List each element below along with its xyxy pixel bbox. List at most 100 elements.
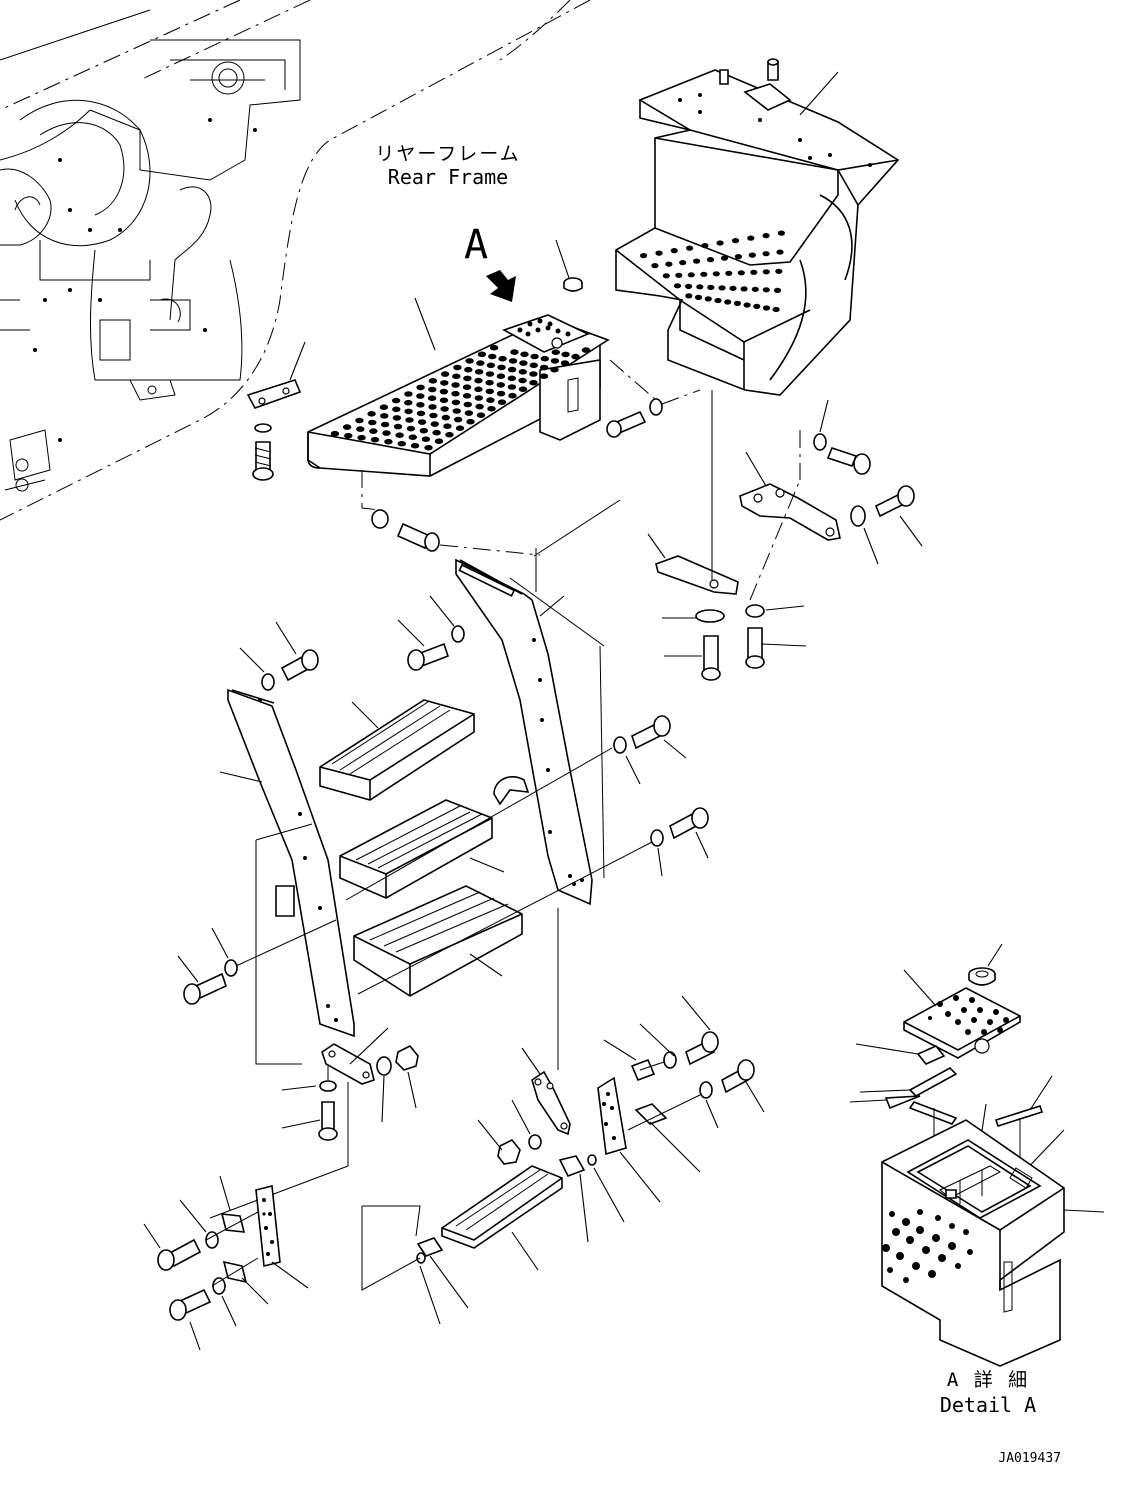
step-box-hole — [724, 299, 732, 305]
platform-hole — [416, 410, 426, 417]
step-box-hole — [740, 286, 748, 292]
detail-a-caption: A 詳 細 Detail A — [940, 1369, 1036, 1417]
step-box-hole — [706, 257, 715, 263]
view-arrow — [486, 270, 516, 302]
platform-hole — [518, 386, 528, 393]
platform-hole — [485, 388, 494, 395]
platform-hole — [485, 379, 494, 386]
platform-hole — [474, 377, 483, 384]
platform-hole — [439, 388, 449, 395]
platform-hole — [475, 403, 484, 410]
platform-hole — [476, 412, 486, 419]
rear-frame-label-en: Rear Frame — [388, 165, 508, 189]
lower-left-brackets — [210, 1028, 418, 1218]
platform-hole — [430, 421, 439, 427]
platform-hole — [427, 395, 437, 402]
detail-a-label-jp: A 詳 細 — [947, 1369, 1029, 1391]
platform-hole — [462, 384, 472, 391]
platform-hole — [432, 429, 441, 436]
right-bracket-assembly — [648, 390, 922, 680]
step-box-hole — [693, 258, 701, 264]
step-box-hole — [751, 286, 759, 292]
step-box-hole — [696, 284, 704, 290]
platform-hole — [581, 347, 591, 353]
lower-tread-assembly — [362, 908, 764, 1324]
step-box-hole — [655, 250, 663, 256]
platform-hole — [344, 432, 353, 439]
platform-hole — [571, 353, 580, 360]
platform-hole — [497, 399, 507, 406]
platform-hole — [392, 415, 402, 421]
platform-hole — [370, 436, 380, 443]
platform-hole — [507, 366, 517, 373]
platform-hole — [416, 384, 425, 391]
platform-hole — [462, 393, 472, 399]
platform-hole — [466, 418, 475, 425]
platform-hole — [424, 444, 433, 451]
platform-hole — [379, 404, 389, 411]
assembly-guide-lines — [256, 578, 604, 1064]
platform-hole — [510, 349, 519, 355]
rear-frame — [0, 0, 590, 520]
platform-hole — [486, 362, 496, 369]
platform-hole — [441, 414, 450, 421]
platform-hole — [428, 386, 437, 393]
platform-hole — [419, 427, 428, 434]
step-box-hole — [670, 248, 678, 254]
platform-hole — [404, 399, 413, 406]
platform-hole — [489, 344, 499, 351]
step-box-hole — [762, 269, 770, 275]
platform-hole — [404, 391, 413, 397]
detail-a-view — [850, 944, 1104, 1366]
platform-hole — [440, 371, 450, 377]
step-box-hole — [762, 305, 771, 311]
platform-hole — [530, 353, 539, 360]
platform-hole — [451, 399, 461, 406]
step-box-hole — [686, 245, 694, 251]
platform-hole — [382, 430, 391, 436]
platform-hole — [488, 353, 497, 360]
platform-hole — [380, 413, 389, 419]
step-box-hole — [743, 302, 751, 308]
step-box-hole — [762, 233, 770, 239]
platform-hole — [508, 392, 517, 399]
platform-hole — [463, 401, 472, 408]
platform-hole — [391, 397, 401, 404]
platform-hole — [330, 430, 340, 437]
platform-hole — [464, 366, 473, 373]
platform-hole — [496, 373, 506, 380]
platform-hole — [496, 390, 506, 397]
platform-hole — [540, 355, 549, 362]
step-box-hole — [712, 271, 720, 277]
platform-hole — [539, 364, 549, 371]
drawing-number: JA019437 — [998, 1451, 1061, 1466]
platform-hole — [406, 425, 416, 432]
step-box-hole — [700, 271, 708, 277]
rubber-cap — [556, 240, 582, 291]
platform-hole — [560, 360, 570, 366]
platform-hole — [453, 416, 463, 423]
upper-step-platform — [308, 298, 608, 476]
platform-hole — [497, 364, 506, 371]
ladder-right-rail — [456, 500, 620, 904]
step-box-hole — [737, 270, 745, 276]
platform-hole — [474, 395, 483, 401]
step-box-hole — [734, 254, 743, 260]
step-box-hole — [694, 294, 703, 300]
platform-hole — [496, 382, 505, 388]
rear-frame-label-jp: リヤーフレーム — [375, 143, 520, 165]
step-box-hole — [718, 285, 726, 291]
platform-hole — [369, 428, 378, 434]
platform-hole — [474, 369, 484, 375]
platform-hole — [451, 382, 460, 388]
platform-hole — [477, 351, 487, 358]
platform-hole — [443, 423, 452, 430]
platform-hole — [439, 397, 449, 404]
right-step-box — [616, 59, 898, 395]
platform-hole — [355, 417, 364, 424]
platform-hole — [367, 411, 376, 417]
step-box-hole — [685, 293, 693, 299]
platform-hole — [550, 358, 560, 364]
step-box-hole — [762, 251, 770, 257]
platform-hole — [356, 426, 365, 432]
